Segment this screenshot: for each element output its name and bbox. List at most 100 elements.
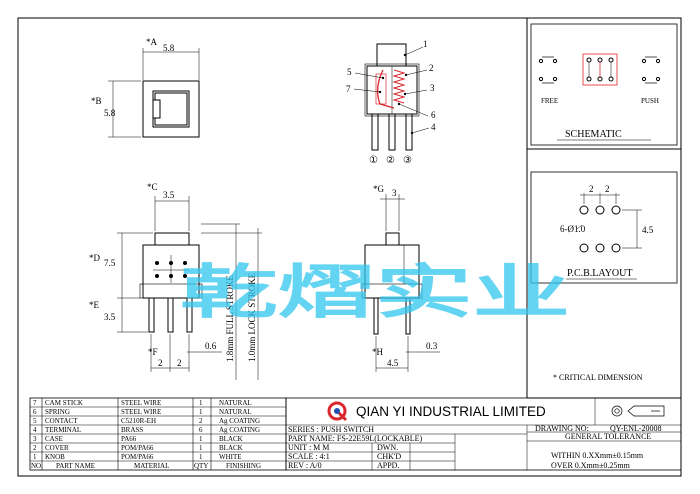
bom-row-no: 4 [33,426,37,434]
tolerance-within: WITHIN 0.XXmm±0.15mm [551,451,644,460]
dim-g-label: *G [373,184,385,194]
dim-a-value: 5.8 [163,43,175,53]
brand-watermark: 乾熠实业 [180,258,570,326]
dim-a-label: *A [146,37,158,47]
bom-row-material: BRASS [121,426,143,434]
bom-row-part: TERMINAL [45,426,81,434]
dim-f-value-2: 2 [177,358,182,368]
pin-thickness-value: 0.3 [426,341,438,351]
bom-row-qty: 1 [199,453,203,461]
part-name: PART NAME: FS-22E59L(LOCKABLE) [288,434,423,443]
bom-row-part: CAM STICK [45,399,83,407]
pcb-pitch-1: 2 [589,184,594,194]
pcb-row-distance: 4.5 [642,225,654,235]
tolerance-over: OVER 0.Xmm±0.25mm [551,461,631,470]
bom-header-part: PART NAME [56,462,95,470]
dim-g-value: 3 [392,188,397,198]
bom-row-part: COVER [45,444,69,452]
dim-e-label: *E [89,300,100,310]
company-name: QIAN YI INDUSTRIAL LIMITED [356,404,546,419]
pcb-title: P.C.B.LAYOUT [567,268,632,279]
bom-row-part: CASE [45,435,63,443]
rev-label: REV : A/0 [288,461,322,470]
bom-row-part: SPRING [45,408,70,416]
bom-header-no: NO. [31,462,43,470]
balloon-1: 1 [423,39,428,49]
dwn-label: DWN. [377,443,398,452]
bom-header-qty: QTY [194,462,208,470]
pcb-hole-spec: 6-Ø1.0 [560,224,586,234]
schematic-frame [530,23,678,146]
dim-d-value: 7.5 [104,258,116,268]
balloon-5: 5 [347,67,352,77]
outer-border [17,17,682,477]
free-label: FREE [541,97,558,105]
title-block: QIAN YI INDUSTRIAL LIMITED SERIES : PUSH… [285,397,682,471]
bom-row-no: 3 [33,435,37,443]
pin-number-1: ① [369,155,378,166]
dim-f-label: *F [148,347,158,357]
dim-d-label: *D [89,253,101,263]
bom-row-finishing: BLACK [219,435,243,443]
dim-h-label: *H [372,347,384,357]
dim-f-value-1: 2 [158,358,163,368]
front-view: *C 3.5 *D 7.5 *E 3.5 *F 2 2 0.6 1.8mm FU… [89,182,262,380]
balloon-6: 6 [431,110,436,120]
lock-stroke-label: 1.0mm LOCK STROKE [247,272,257,362]
dim-b-value: 5.8 [104,108,116,118]
bom-row-no: 2 [33,444,37,452]
dim-b-label: *B [91,96,102,106]
scale-label: SCALE : 4:1 [288,452,330,461]
bom-table: 7 CAM STICK STEEL WIRE 1 NATURAL 6 SPRIN… [29,397,287,471]
balloon-3: 3 [430,83,435,93]
balloon-2: 2 [429,63,434,73]
unit-label: UNIT : M M [288,443,329,452]
bom-row-part: KNOB [45,453,65,461]
bom-row-material: PA66 [121,435,137,443]
pin-number-3: ③ [403,155,412,166]
bom-row-finishing: Ag COATING [219,417,260,425]
series-label: SERIES : PUSH SWITCH [288,425,374,434]
bom-row-qty: 1 [199,399,203,407]
chkd-label: CHK'D [377,452,401,461]
side-view: *G 3 *H 4.5 0.3 [361,184,440,372]
balloon-4: 4 [431,122,436,132]
pcb-layout: 2 2 4.5 6-Ø1.0 P.C.B.LAYOUT [560,184,654,280]
bom-row-material: POM/PA66 [121,444,154,452]
full-stroke-label: 1.8mm FULL STROKE [225,275,235,362]
dim-h-value: 4.5 [387,358,399,368]
pin-width-value: 0.6 [205,341,217,351]
bom-row-finishing: Ag COATING [219,426,260,434]
bom-header-finishing: FINISHING [226,462,261,470]
bom-header-material: MATERIAL [134,462,169,470]
bom-row-qty: 1 [199,408,203,416]
pin-number-2: ② [386,155,395,166]
general-tolerance: GENERAL TOLERANCE [565,432,651,441]
top-view: *A 5.8 *B 5.8 [91,37,200,138]
bom-row-qty: 6 [199,426,203,434]
dim-c-label: *C [147,182,158,192]
schematic-title: SCHEMATIC [565,129,622,140]
pcb-pitch-2: 2 [605,184,610,194]
schematic-diagram: FREE PUSH SCHEMATIC [538,53,661,141]
bom-row-material: STEEL WIRE [121,399,161,407]
section-view: 1 2 3 6 4 5 7 ① ② ③ [346,39,436,166]
bom-row-qty: 2 [199,417,203,425]
critical-dimension-note: * CRITICAL DIMENSION [553,373,643,382]
bom-row-finishing: WHITE [219,453,242,461]
bom-row-no: 7 [33,399,37,407]
bom-row-no: 5 [33,417,37,425]
bom-row-finishing: NATURAL [219,399,252,407]
bom-row-qty: 1 [199,444,203,452]
push-label: PUSH [641,97,659,105]
appd-label: APPD. [377,461,399,470]
bom-row-no: 6 [33,408,37,416]
bom-row-no: 1 [33,453,37,461]
bom-row-qty: 1 [199,435,203,443]
bom-row-part: CONTACT [45,417,78,425]
bom-row-finishing: BLACK [219,444,243,452]
pcb-frame [530,171,678,284]
drawing-no-label: DRAWING NO: [535,424,589,433]
bom-row-material: C5210R-EH [121,417,156,425]
